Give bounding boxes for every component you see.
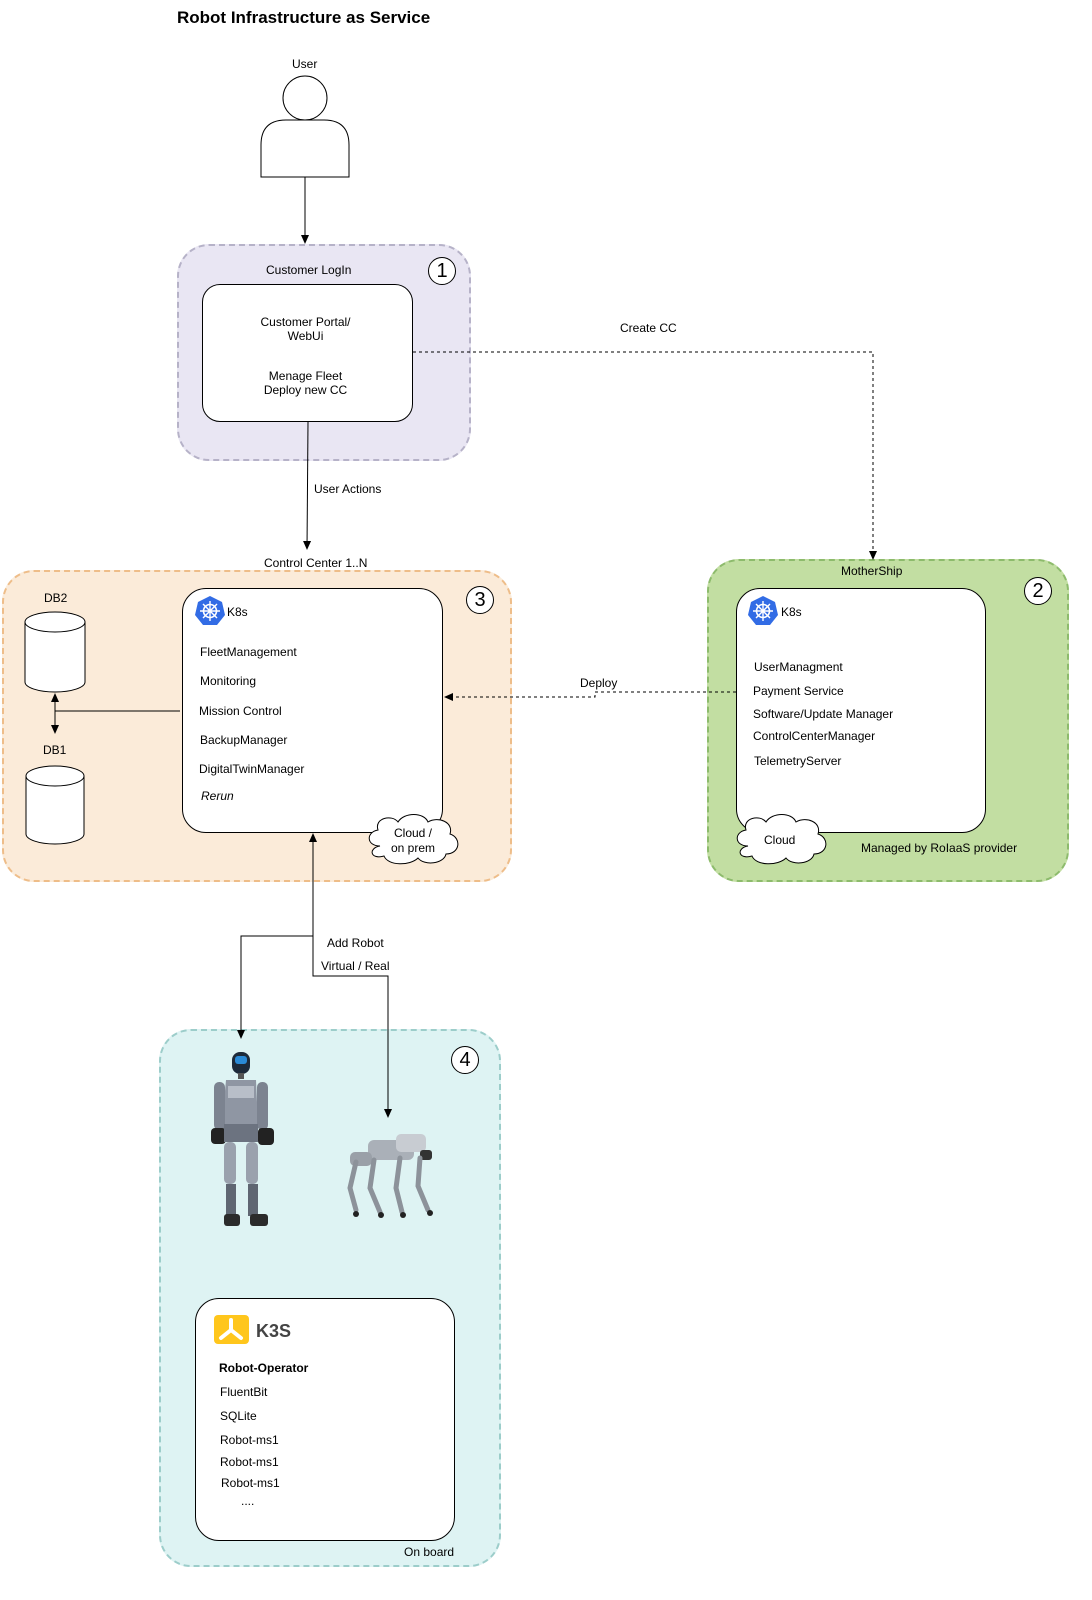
add-robot-quadruped-arrow <box>312 936 392 1118</box>
db2-icon <box>24 611 86 693</box>
add-robot-label: Add Robot <box>327 936 384 950</box>
user-actions-arrow <box>303 421 312 550</box>
db1-label: DB1 <box>43 743 67 757</box>
onboard-service-sqlite: SQLite <box>220 1409 257 1423</box>
ms-service-payment: Payment Service <box>753 684 844 698</box>
diagram-title: Robot Infrastructure as Service <box>177 8 431 27</box>
onboard-service-robot-ms1-c: Robot-ms1 <box>221 1476 280 1490</box>
cc-service-mission-control: Mission Control <box>199 704 282 718</box>
db1-icon <box>25 765 85 845</box>
step-badge-3: 3 <box>466 586 494 614</box>
customer-login-label: Customer LogIn <box>266 263 352 277</box>
ms-k8s-label: K8s <box>781 605 802 619</box>
cloud-on-prem-line-2: on prem <box>390 841 436 855</box>
create-cc-arrow <box>413 351 877 560</box>
quadruped-robot-icon <box>347 1134 433 1218</box>
user-actions-label: User Actions <box>314 482 382 496</box>
k8s-icon-control-center <box>195 596 225 625</box>
ms-service-user-management: UserManagment <box>754 660 843 674</box>
cc-service-rerun: Rerun <box>201 789 234 803</box>
ms-service-software-update: Software/Update Manager <box>753 707 894 721</box>
user-actor-icon <box>260 75 350 178</box>
deploy-label: Deploy <box>580 676 618 690</box>
step-badge-4: 4 <box>451 1046 479 1074</box>
ms-service-telemetry: TelemetryServer <box>754 754 842 768</box>
virtual-real-label: Virtual / Real <box>321 959 390 973</box>
k8s-icon-mothership <box>748 596 778 625</box>
cc-service-digital-twin-manager: DigitalTwinManager <box>199 762 305 776</box>
onboard-service-fluentbit: FluentBit <box>220 1385 268 1399</box>
user-label: User <box>292 57 318 71</box>
db2-label: DB2 <box>44 591 68 605</box>
humanoid-robot-icon <box>211 1052 274 1226</box>
add-robot-humanoid-arrow <box>237 935 313 1039</box>
cc-k8s-label: K8s <box>227 605 248 619</box>
ms-service-control-center-manager: ControlCenterManager <box>753 729 876 743</box>
cloud-on-prem-line-1: Cloud / <box>393 826 433 840</box>
onboard-service-robot-ms1-b: Robot-ms1 <box>220 1455 279 1469</box>
portal-line-2: WebUi <box>287 329 324 343</box>
portal-actions-line-2: Deploy new CC <box>263 383 348 397</box>
k3s-logo-icon <box>214 1315 249 1344</box>
robot-operator-label: Robot-Operator <box>219 1361 309 1375</box>
on-board-label: On board <box>404 1545 455 1559</box>
cloud-label: Cloud <box>764 833 796 847</box>
control-center-k8s-card <box>182 588 443 833</box>
mothership-label: MotherShip <box>841 564 903 578</box>
onboard-ellipsis: .... <box>241 1494 255 1508</box>
customer-portal-card <box>202 284 413 422</box>
step-badge-1: 1 <box>428 257 456 285</box>
cc-service-backup-manager: BackupManager <box>200 733 288 747</box>
create-cc-label: Create CC <box>620 321 677 335</box>
step-badge-2: 2 <box>1024 577 1052 605</box>
portal-actions-line-1: Menage Fleet <box>268 369 343 383</box>
cloud-icon <box>736 814 827 865</box>
portal-line-1: Customer Portal/ <box>260 315 351 329</box>
managed-by-label: Managed by RoIaaS provider <box>861 841 1018 855</box>
control-center-label: Control Center 1..N <box>264 556 368 570</box>
cc-service-monitoring: Monitoring <box>200 674 257 688</box>
k3s-label: K3S <box>256 1321 292 1341</box>
onboard-service-robot-ms1-a: Robot-ms1 <box>220 1433 279 1447</box>
cc-service-fleet-management: FleetManagement <box>200 645 297 659</box>
deploy-arrow <box>444 691 736 701</box>
cloud-on-prem-icon <box>368 814 459 865</box>
mothership-k8s-card <box>736 588 986 833</box>
